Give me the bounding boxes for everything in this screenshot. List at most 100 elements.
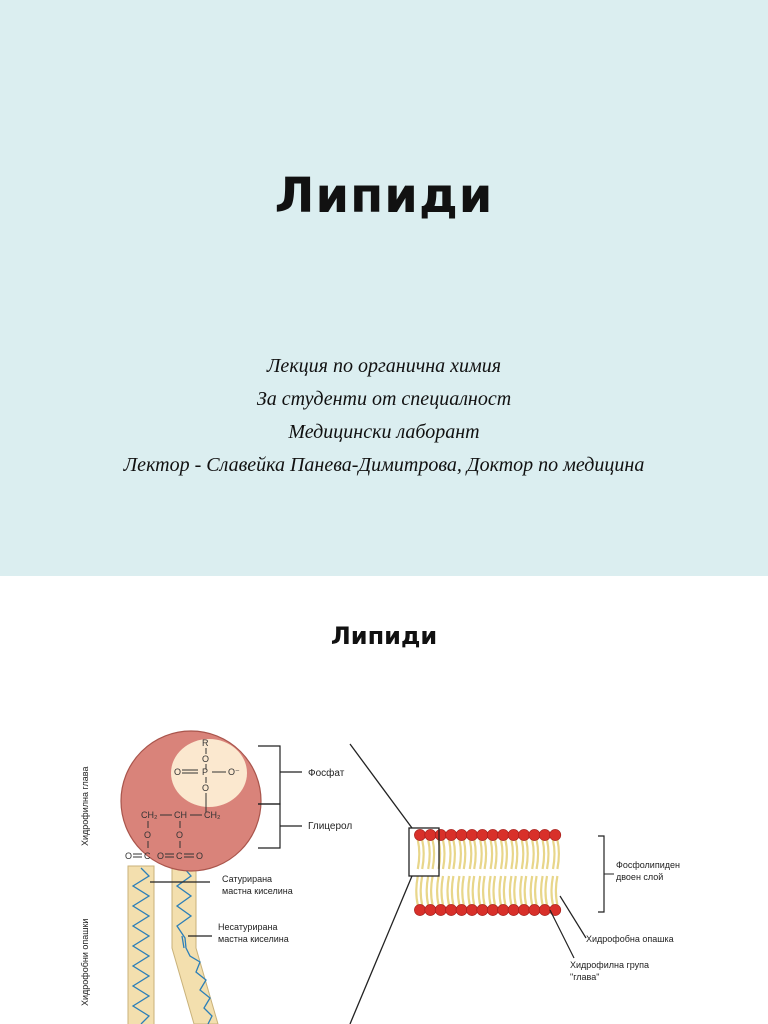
bilayer-head-bead xyxy=(549,829,562,841)
bilayer-tail xyxy=(430,875,434,906)
bilayer-tail xyxy=(541,839,546,870)
hydrophobic-tails-side-label: Хидрофобни опашки xyxy=(80,919,90,1006)
bilayer-tail xyxy=(416,839,421,870)
hydrophilic-head-side-label: Хидрофилна глава xyxy=(80,767,90,846)
bilayer-tail xyxy=(482,875,486,906)
bilayer-tail xyxy=(488,875,492,906)
bilayer-head-bead xyxy=(528,904,541,916)
bilayer-tail xyxy=(531,839,535,870)
atom-o-left: O xyxy=(174,767,181,777)
bilayer-tail xyxy=(540,875,544,906)
bilayer-tail xyxy=(544,875,549,906)
bilayer-tail xyxy=(461,875,465,906)
bilayer-head-bead xyxy=(497,904,510,916)
phospholipid-diagram: Хидрофилна глава Хидрофобни опашки R O O… xyxy=(80,730,680,1024)
bilayer-tail xyxy=(534,875,538,906)
bilayer-tail xyxy=(529,875,534,906)
bilayer-tail xyxy=(545,839,550,870)
atom-o-ester-1: O xyxy=(144,830,151,840)
bilayer-head-bead xyxy=(455,904,468,916)
bilayer-head-bead xyxy=(486,829,499,841)
bilayer-head-bead xyxy=(424,904,437,916)
atom-c-1: C xyxy=(144,851,151,861)
bilayer-tail xyxy=(473,839,477,870)
bilayer-head-bead xyxy=(497,829,510,841)
bilayer-tail xyxy=(477,875,482,906)
atom-o-minus: O⁻ xyxy=(228,767,240,777)
bilayer-tail xyxy=(513,875,517,906)
bilayer-tail xyxy=(440,875,445,906)
bilayer-head-bead xyxy=(518,829,530,841)
bilayer-tail xyxy=(550,875,555,906)
atom-r: R xyxy=(202,738,209,748)
atom-o-ester-2: O xyxy=(176,830,183,840)
bilayer-tail xyxy=(519,875,523,906)
bilayer-tail xyxy=(471,875,476,906)
bilayer-head-bead xyxy=(538,829,551,841)
atom-c-2: C xyxy=(176,851,183,861)
atom-ch2-left: CH₂ xyxy=(141,810,158,820)
bilayer-tail xyxy=(508,875,513,906)
bilayer-tail xyxy=(452,839,456,870)
zoom-box xyxy=(408,827,440,877)
bilayer-tail xyxy=(525,839,529,870)
bilayer-tail xyxy=(535,839,540,870)
bilayer-tail xyxy=(450,875,455,906)
bilayer-tail xyxy=(493,839,498,870)
bilayer-tail xyxy=(483,839,488,870)
bilayer-tail xyxy=(467,875,471,906)
bilayer-tail xyxy=(510,839,514,870)
bilayer-head-bead xyxy=(445,829,458,841)
phospholipid-bilayer xyxy=(414,829,562,916)
bilayer-tail xyxy=(523,875,528,906)
bilayer-tail xyxy=(441,839,446,870)
saturated-label-line-2: мастна киселина xyxy=(222,886,293,896)
bilayer-head-bead xyxy=(445,904,458,916)
glycerol-backbone: CH₂ CH CH₂ O O O C O C O xyxy=(125,810,221,861)
bilayer-tail xyxy=(425,875,430,906)
bilayer-tail xyxy=(446,875,451,906)
bilayer-head-bead xyxy=(507,904,520,916)
bilayer-tail xyxy=(520,839,525,870)
phosphate-label: Фосфат xyxy=(308,767,345,779)
content-slide: Липиди Хидрофилна глава Хидрофобни опашк… xyxy=(0,576,768,1024)
phosphate-group: R O O P O⁻ O xyxy=(174,738,240,812)
bilayer-head-bead xyxy=(414,904,426,916)
bilayer-head-bead xyxy=(538,904,551,916)
subtitle-line-4: Лектор - Славейка Панева-Димитрова, Докт… xyxy=(123,454,645,476)
atom-o-carbonyl-2: O xyxy=(157,851,164,861)
bilayer-head-bead xyxy=(476,904,489,916)
bilayer-tail xyxy=(514,839,519,870)
bilayer-tail xyxy=(427,839,431,870)
bilayer-head-bead xyxy=(466,829,478,841)
head-brackets xyxy=(258,745,302,849)
hydrophilic-group-label-line-1: Хидрофилна група xyxy=(570,960,649,970)
hydrophilic-group-label-line-2: "глава" xyxy=(570,972,599,982)
slide-title-2: Липиди xyxy=(330,622,438,650)
bilayer-tail xyxy=(462,839,467,870)
bilayer-tail xyxy=(498,875,503,906)
bilayer-head-bead xyxy=(507,829,520,841)
title-slide: Липиди Лекция по органична химия За студ… xyxy=(0,0,768,576)
bilayer-head-bead xyxy=(549,904,562,916)
saturated-tail xyxy=(127,865,155,1024)
bilayer-label-line-2: двоен слой xyxy=(616,872,663,882)
bilayer-head-bead xyxy=(455,829,468,841)
subtitle-line-1: Лекция по органична химия xyxy=(266,355,502,377)
atom-o-carbonyl-1: O xyxy=(125,851,132,861)
bilayer-tail xyxy=(502,875,507,906)
atom-ch2-right: CH₂ xyxy=(204,810,221,820)
bilayer-bracket xyxy=(598,835,605,913)
unsaturated-label-line-1: Несатурирана xyxy=(218,922,277,932)
bilayer-tail xyxy=(431,839,436,870)
subtitle-line-2: За студенти от специалност xyxy=(256,388,512,410)
phosphate-zone xyxy=(171,739,247,807)
bilayer-tail xyxy=(415,875,419,906)
bilayer-tail xyxy=(489,839,494,870)
bilayer-head-bead xyxy=(434,904,447,916)
bilayer-head-bead xyxy=(528,829,541,841)
atom-o-carbonyl-3: O xyxy=(196,851,203,861)
bilayer-head-bead xyxy=(486,904,499,916)
subtitle-line-3: Медицински лаборант xyxy=(288,421,480,443)
unsaturated-tail xyxy=(171,865,219,1024)
